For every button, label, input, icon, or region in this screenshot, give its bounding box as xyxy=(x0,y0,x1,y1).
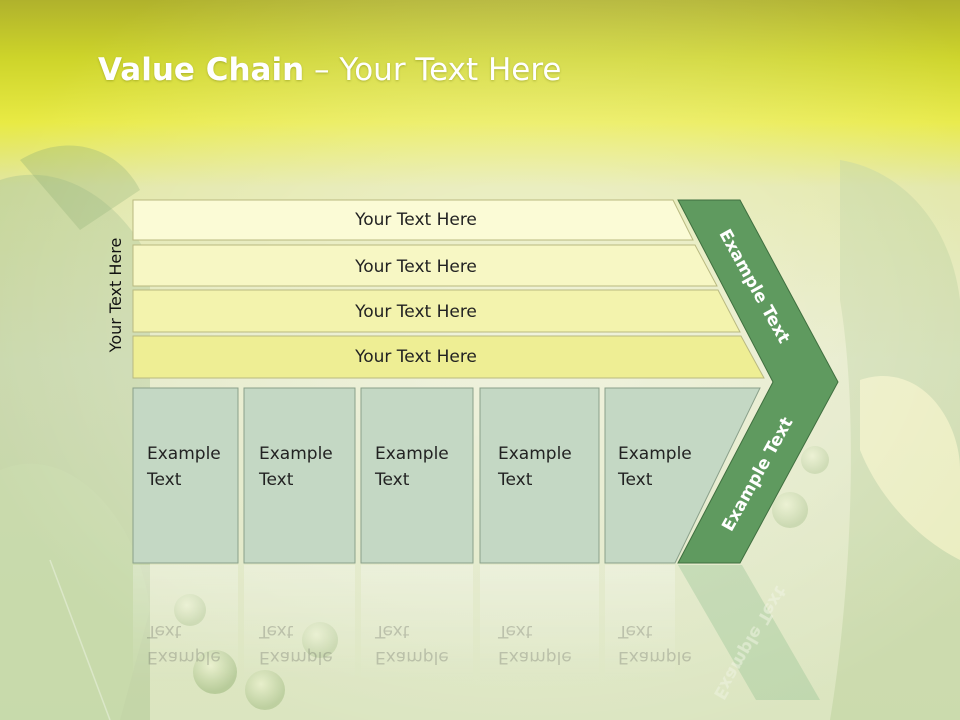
reflection-box-4-line2: Text xyxy=(497,621,533,641)
reflection-box-5-line1: Example xyxy=(618,647,692,667)
box-1 xyxy=(132,387,239,564)
box-4 xyxy=(479,387,600,564)
row-2-label: Your Text Here xyxy=(354,257,477,277)
slide-title-rest: – Your Text Here xyxy=(304,52,562,88)
diagram-reflection: Example Text Example Text Example Text E… xyxy=(133,565,820,703)
box-5-line2: Text xyxy=(617,470,653,490)
box-row: Example Text Example Text Example Text E… xyxy=(132,387,761,564)
box-3-line1: Example xyxy=(375,444,449,464)
box-4-line1: Example xyxy=(498,444,572,464)
row-2-shape xyxy=(132,244,718,287)
box-2-line2: Text xyxy=(258,470,294,490)
reflection-box-2-line1: Example xyxy=(259,647,333,667)
reflection-box-4-line1: Example xyxy=(498,647,572,667)
row-4-shape xyxy=(132,335,765,379)
slide-title: Value Chain – Your Text Here xyxy=(98,52,561,88)
box-1-line2: Text xyxy=(146,470,182,490)
box-4-line2: Text xyxy=(497,470,533,490)
reflection-box-1-line2: Text xyxy=(146,621,182,641)
slide-title-bold: Value Chain xyxy=(98,52,305,88)
reflection-box-5-line2: Text xyxy=(617,621,653,641)
reflection-box-1-line1: Example xyxy=(147,647,221,667)
row-4-label: Your Text Here xyxy=(354,347,477,367)
row-1-label: Your Text Here xyxy=(354,210,477,230)
reflection-box-3-line1: Example xyxy=(375,647,449,667)
box-5-line1: Example xyxy=(618,444,692,464)
box-3 xyxy=(360,387,474,564)
box-1-line1: Example xyxy=(147,444,221,464)
box-3-line2: Text xyxy=(374,470,410,490)
chevron-shape xyxy=(677,199,839,564)
row-1-shape xyxy=(132,199,694,241)
box-2 xyxy=(243,387,356,564)
row-3-shape xyxy=(132,289,741,333)
box-5 xyxy=(604,387,761,564)
row-3-label: Your Text Here xyxy=(354,302,477,322)
reflection-box-3-line2: Text xyxy=(374,621,410,641)
box-2-line1: Example xyxy=(259,444,333,464)
reflection-box-2-line2: Text xyxy=(258,621,294,641)
row-stack: Your Text Here Your Text Here Your Text … xyxy=(132,199,765,379)
